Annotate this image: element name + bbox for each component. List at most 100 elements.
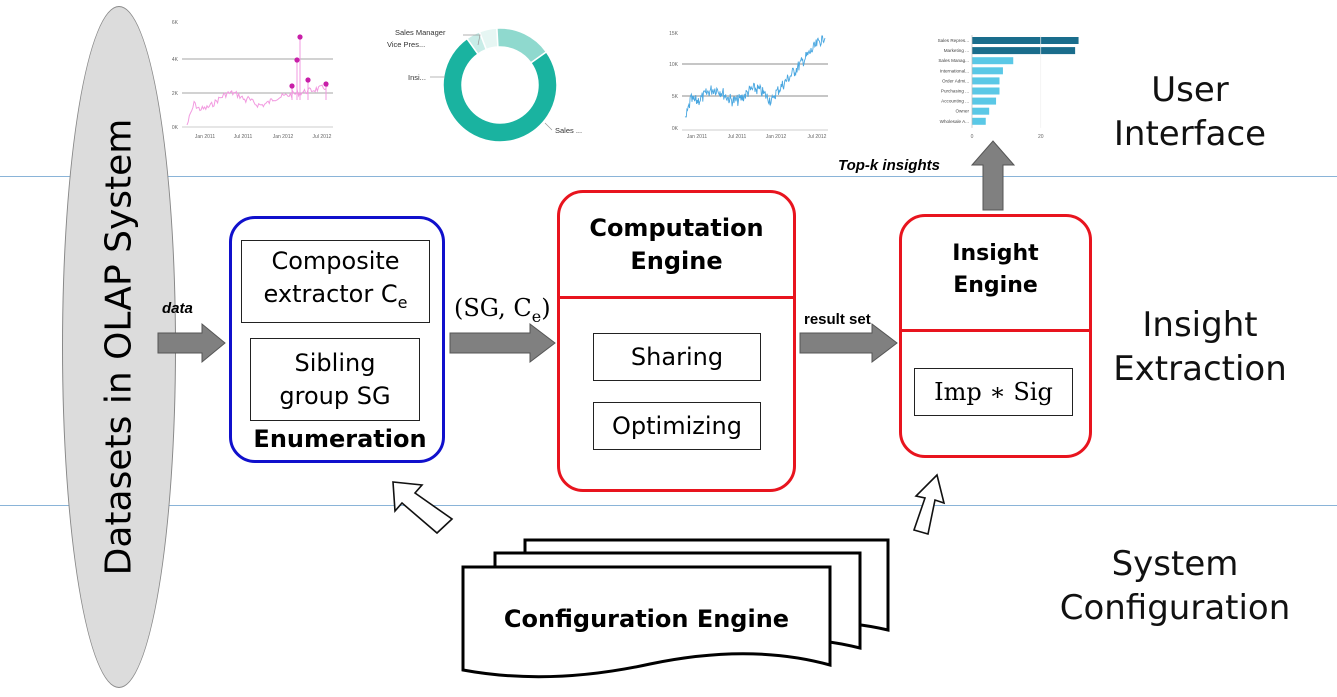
sibling-line2: group SG bbox=[279, 381, 391, 410]
label-sg-ce-sub: e bbox=[531, 306, 542, 326]
bar-category: International... bbox=[940, 68, 969, 73]
insight-engine-box bbox=[899, 214, 1092, 458]
line2-ytick: 0K bbox=[672, 126, 679, 132]
bar-category: Wholesale A... bbox=[940, 119, 969, 124]
line2-ytick: 10K bbox=[669, 62, 679, 68]
line1-series bbox=[186, 83, 329, 126]
sharing-box: Sharing bbox=[593, 333, 761, 381]
line2-ytick: 5K bbox=[672, 94, 679, 100]
bar-xtick: 0 bbox=[971, 134, 974, 140]
config-doc-front bbox=[461, 565, 832, 679]
donut-label: Vice Pres... bbox=[387, 40, 425, 49]
composite-line2: extractor Ce bbox=[264, 278, 408, 319]
line1-xtick: Jan 2011 bbox=[195, 134, 215, 140]
computation-title-line2: Engine bbox=[630, 247, 723, 275]
bar-category: Accounting ... bbox=[941, 99, 969, 104]
donut-label: Insi... bbox=[408, 73, 426, 82]
bar bbox=[972, 117, 986, 125]
bar bbox=[972, 57, 1014, 65]
line1-ytick: 6K bbox=[172, 20, 179, 26]
arrow-top-k bbox=[970, 140, 1016, 211]
computation-divider bbox=[557, 296, 796, 299]
bar bbox=[972, 107, 990, 115]
datasets-oval bbox=[62, 6, 176, 688]
line1-ytick: 2K bbox=[172, 91, 179, 97]
bar bbox=[972, 77, 1000, 85]
arrow-data bbox=[157, 322, 226, 364]
line2-xtick: Jan 2011 bbox=[687, 134, 707, 140]
label-sg-ce-main: (SG, C bbox=[454, 294, 532, 322]
line2-xtick: Jul 2012 bbox=[808, 134, 827, 140]
sibling-line1: Sibling bbox=[294, 348, 376, 377]
insight-divider bbox=[899, 329, 1092, 332]
line1-xtick: Jul 2012 bbox=[313, 134, 332, 140]
computation-title: Computation Engine bbox=[557, 212, 796, 278]
composite-extractor-box: Composite extractor Ce bbox=[241, 240, 430, 323]
bar bbox=[972, 47, 1076, 55]
imp-sig-box: Imp ∗ Sig bbox=[914, 368, 1073, 416]
arrow-config-to-insight bbox=[912, 473, 946, 536]
insight-title-line2: Engine bbox=[953, 273, 1038, 298]
label-sg-ce: (SG, Ce) bbox=[454, 294, 551, 326]
bar-category: Sales Repres... bbox=[938, 38, 969, 43]
bar-category: Purchasing ... bbox=[941, 89, 969, 94]
sibling-group-box: Sibling group SG bbox=[250, 338, 420, 421]
bar bbox=[972, 37, 1079, 44]
donut-label: Sales ... bbox=[555, 126, 582, 135]
line1-xtick: Jul 2011 bbox=[234, 134, 253, 140]
enumeration-title: Enumeration bbox=[253, 425, 427, 453]
composite-line1: Composite bbox=[271, 246, 400, 275]
line2-xtick: Jan 2012 bbox=[766, 134, 787, 140]
line2-series bbox=[684, 35, 826, 118]
donut-slice bbox=[442, 37, 558, 143]
insight-title: Insight Engine bbox=[899, 238, 1092, 302]
label-sg-ce-close: ) bbox=[541, 294, 551, 322]
donut-label: Sales Manager bbox=[395, 28, 446, 37]
sharing-label: Sharing bbox=[630, 342, 724, 371]
line1-marker bbox=[297, 34, 303, 40]
bar-category: Marketing ... bbox=[944, 48, 969, 53]
bar-category: Owner bbox=[955, 109, 969, 114]
label-result-set: result set bbox=[804, 311, 871, 328]
bar-category: Sales Manag... bbox=[938, 58, 969, 63]
bar-category: Order Admi... bbox=[942, 78, 969, 83]
optimizing-box: Optimizing bbox=[593, 402, 761, 450]
composite-line2-text: extractor C bbox=[263, 279, 398, 308]
arrow-sg-ce bbox=[449, 322, 556, 364]
bar bbox=[972, 67, 1003, 75]
line1-xtick: Jan 2012 bbox=[273, 134, 294, 140]
line2-ytick: 15K bbox=[669, 31, 679, 37]
configuration-title: Configuration Engine bbox=[503, 605, 790, 633]
arrow-config-to-enumeration bbox=[392, 481, 454, 535]
donut-leader bbox=[463, 34, 481, 46]
bar bbox=[972, 87, 1000, 95]
donut-leader bbox=[544, 122, 553, 131]
label-data: data bbox=[162, 300, 193, 317]
computation-title-line1: Computation bbox=[589, 214, 764, 242]
imp-sig-label: Imp ∗ Sig bbox=[934, 377, 1053, 406]
bar-xtick: 20 bbox=[1038, 134, 1044, 140]
optimizing-label: Optimizing bbox=[612, 411, 742, 440]
line1-marker bbox=[305, 77, 311, 83]
bar bbox=[972, 97, 997, 105]
separator-top bbox=[0, 176, 1337, 177]
insight-title-line1: Insight bbox=[952, 241, 1039, 266]
label-top-k: Top-k insights bbox=[838, 157, 940, 174]
line1-marker bbox=[289, 83, 295, 89]
line1-marker bbox=[323, 81, 329, 87]
composite-sub: e bbox=[397, 292, 408, 312]
line2-xtick: Jul 2011 bbox=[728, 134, 747, 140]
line1-ytick: 4K bbox=[172, 57, 179, 63]
separator-bottom bbox=[0, 505, 1337, 506]
line1-ytick: 0K bbox=[172, 125, 179, 131]
line1-marker bbox=[294, 57, 300, 63]
arrow-result-set bbox=[799, 322, 898, 364]
